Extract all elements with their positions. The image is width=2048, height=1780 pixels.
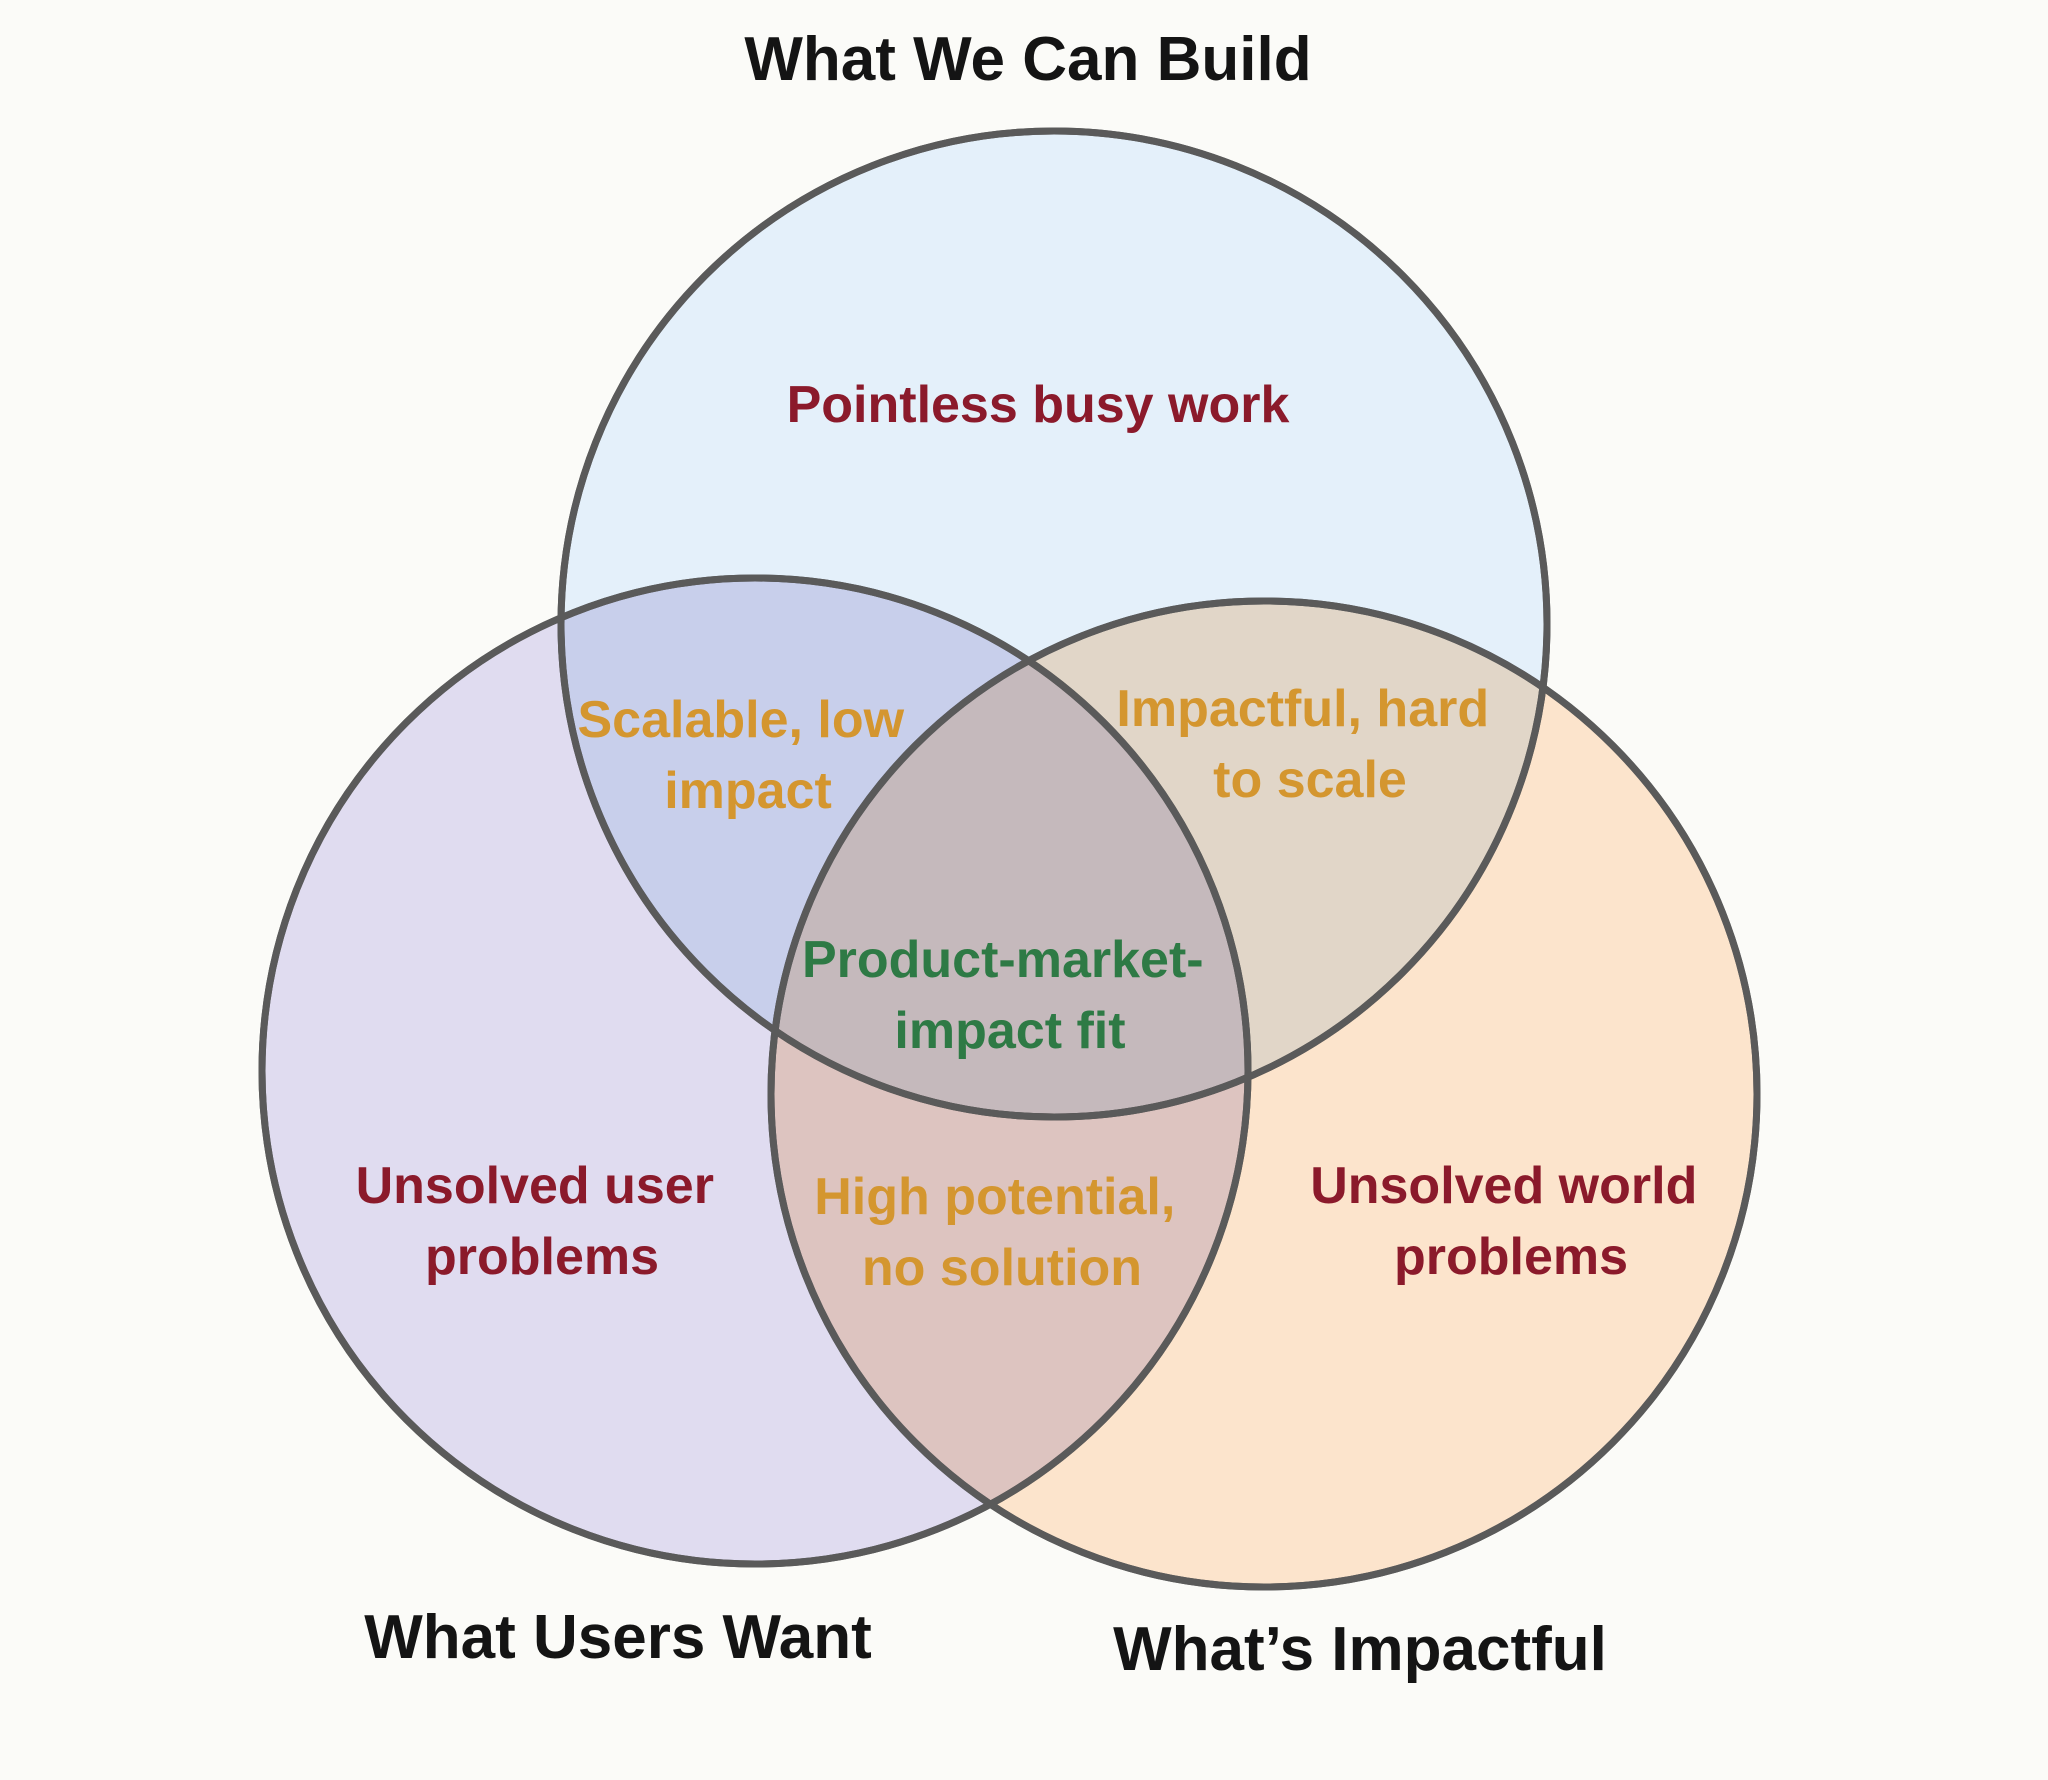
set-label-build: What We Can Build: [744, 25, 1311, 94]
circle-whats-impactful: [767, 597, 1761, 1591]
region-build-users: Scalable, low impact: [577, 691, 918, 820]
region-users-only: Unsolved user problems: [356, 1157, 729, 1286]
set-label-impact: What’s Impactful: [1113, 1615, 1607, 1684]
region-impact-only: Unsolved world problems: [1310, 1157, 1712, 1286]
set-label-users: What Users Want: [364, 1603, 872, 1672]
region-users-impact: High potential, no solution: [814, 1168, 1190, 1297]
region-build-only: Pointless busy work: [787, 376, 1290, 434]
region-build-impact: Impactful, hard to scale: [1116, 680, 1503, 809]
region-all-three: Product-market- impact fit: [802, 931, 1218, 1060]
